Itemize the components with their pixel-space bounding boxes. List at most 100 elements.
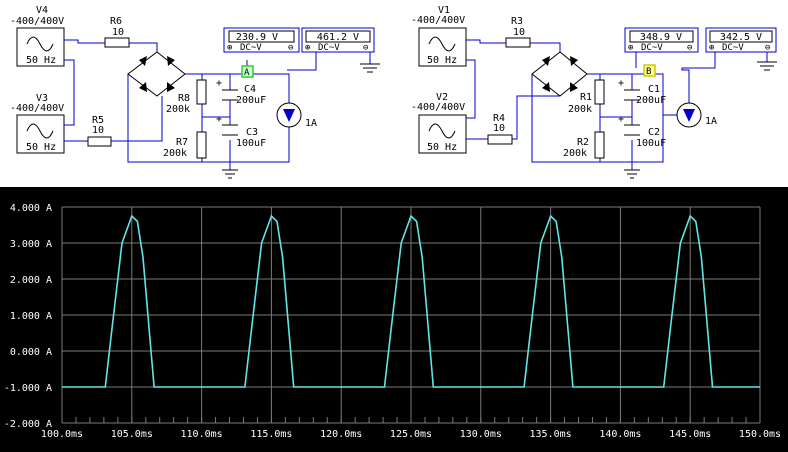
bridge-rectifier[interactable] bbox=[531, 51, 588, 97]
capacitor-value: 100uF bbox=[236, 138, 266, 149]
x-tick-label: 100.0ms bbox=[41, 429, 83, 440]
source-freq: 50 Hz bbox=[427, 142, 457, 153]
resistor-name: R4 bbox=[493, 113, 505, 124]
wire bbox=[512, 95, 560, 140]
plot-grid bbox=[61, 206, 761, 424]
meter-minus-icon: ⊖ bbox=[765, 43, 770, 53]
capacitor-value: 200uF bbox=[636, 95, 666, 106]
resistor-value: 10 bbox=[112, 27, 124, 38]
source-freq: 50 Hz bbox=[26, 142, 56, 153]
x-tick-label: 125.0ms bbox=[390, 429, 432, 440]
resistor[interactable] bbox=[104, 37, 130, 48]
oscilloscope-plot[interactable]: 4.000 A3.000 A2.000 A1.000 A0.000 A-1.00… bbox=[0, 187, 788, 452]
meter-plus-icon: ⊕ bbox=[305, 43, 310, 53]
x-tick-label: 120.0ms bbox=[320, 429, 362, 440]
meter-plus-icon: ⊕ bbox=[227, 43, 232, 53]
capacitor[interactable] bbox=[624, 124, 640, 136]
resistor-value: 200k bbox=[568, 104, 592, 115]
meter-mode: DC~V bbox=[240, 43, 262, 53]
capacitor-name: C1 bbox=[648, 84, 660, 95]
current-source[interactable] bbox=[276, 102, 302, 128]
sine-source[interactable] bbox=[418, 27, 467, 67]
capacitor-value: 100uF bbox=[636, 138, 666, 149]
ground-icon bbox=[624, 169, 640, 179]
capacitor[interactable] bbox=[624, 89, 640, 101]
y-tick-label: -2.000 A bbox=[4, 419, 52, 430]
sine-wave-icon bbox=[26, 123, 54, 139]
y-tick-label: 1.000 A bbox=[10, 311, 52, 322]
resistor[interactable] bbox=[594, 79, 605, 105]
meter-minus-icon: ⊖ bbox=[288, 43, 293, 53]
capacitor-value: 200uF bbox=[236, 95, 266, 106]
wire bbox=[287, 50, 317, 71]
voltmeter[interactable]: 230.9 V ⊕ DC~V ⊖ bbox=[223, 27, 300, 53]
source-freq: 50 Hz bbox=[427, 55, 457, 66]
resistor-value: 10 bbox=[92, 125, 104, 136]
source-name: V1 bbox=[438, 5, 450, 16]
x-tick-label: 145.0ms bbox=[669, 429, 711, 440]
source-range: -400/400V bbox=[10, 16, 64, 27]
y-tick-label: -1.000 A bbox=[4, 383, 52, 394]
ground-icon bbox=[757, 61, 777, 71]
resistor[interactable] bbox=[196, 79, 207, 105]
voltmeter[interactable]: 342.5 V ⊕ DC~V ⊖ bbox=[705, 27, 777, 53]
current-value: 1A bbox=[305, 118, 317, 129]
resistor-name: R3 bbox=[511, 16, 523, 27]
source-freq: 50 Hz bbox=[26, 55, 56, 66]
meter-mode: DC~V bbox=[722, 43, 744, 53]
x-tick-label: 150.0ms bbox=[739, 429, 781, 440]
x-tick-label: 115.0ms bbox=[250, 429, 292, 440]
y-tick-label: 2.000 A bbox=[10, 275, 52, 286]
resistor[interactable] bbox=[87, 136, 112, 147]
wire bbox=[681, 50, 716, 103]
resistor[interactable] bbox=[505, 37, 531, 48]
wire bbox=[185, 73, 290, 103]
wire bbox=[531, 74, 664, 163]
meter-minus-icon: ⊖ bbox=[687, 43, 692, 53]
capacitor-name: C3 bbox=[246, 127, 258, 138]
ground-icon bbox=[222, 169, 238, 179]
wire bbox=[64, 39, 105, 44]
resistor[interactable] bbox=[487, 134, 513, 145]
capacitor[interactable] bbox=[222, 124, 238, 136]
wire bbox=[129, 42, 158, 52]
wire bbox=[111, 96, 163, 142]
probe-marker[interactable] bbox=[241, 65, 254, 78]
resistor-value: 10 bbox=[493, 123, 505, 134]
wire bbox=[530, 42, 561, 52]
meter-reading: 230.9 V bbox=[236, 32, 278, 43]
plus-sign: + bbox=[216, 114, 222, 125]
sine-source[interactable] bbox=[418, 114, 467, 154]
meter-minus-icon: ⊖ bbox=[363, 43, 368, 53]
wire bbox=[64, 59, 75, 126]
resistor-name: R8 bbox=[178, 93, 190, 104]
schematic-area: V4 -400/400V 50 Hz V3 -400/400V 50 Hz R6… bbox=[0, 0, 788, 187]
capacitor-name: C4 bbox=[244, 84, 256, 95]
bridge-rectifier[interactable] bbox=[127, 51, 186, 97]
voltmeter[interactable]: 461.2 V ⊕ DC~V ⊖ bbox=[301, 27, 375, 53]
sine-source[interactable] bbox=[16, 114, 65, 154]
source-range: -400/400V bbox=[411, 102, 465, 113]
y-tick-label: 4.000 A bbox=[10, 203, 52, 214]
source-name: V3 bbox=[36, 93, 48, 104]
resistor-name: R6 bbox=[110, 16, 122, 27]
sine-wave-icon bbox=[26, 36, 54, 52]
sine-source[interactable] bbox=[16, 27, 65, 67]
current-source[interactable] bbox=[676, 102, 702, 128]
probe-label: B bbox=[646, 67, 651, 77]
resistor-name: R5 bbox=[92, 115, 104, 126]
source-range: -400/400V bbox=[10, 103, 64, 114]
resistor[interactable] bbox=[594, 131, 605, 159]
x-tick-label: 110.0ms bbox=[181, 429, 223, 440]
resistor[interactable] bbox=[196, 131, 207, 159]
circuit-left: V4 -400/400V 50 Hz V3 -400/400V 50 Hz R6… bbox=[10, 5, 380, 179]
y-tick-labels: 4.000 A3.000 A2.000 A1.000 A0.000 A-1.00… bbox=[4, 203, 52, 430]
x-tick-label: 130.0ms bbox=[460, 429, 502, 440]
wire bbox=[587, 73, 664, 103]
circuit-right: V1 -400/400V 50 Hz V2 -400/400V 50 Hz R3… bbox=[411, 5, 777, 179]
wire bbox=[466, 39, 506, 44]
probe-marker[interactable] bbox=[643, 64, 656, 77]
voltmeter[interactable]: 348.9 V ⊕ DC~V ⊖ bbox=[624, 27, 699, 53]
capacitor[interactable] bbox=[222, 89, 238, 101]
